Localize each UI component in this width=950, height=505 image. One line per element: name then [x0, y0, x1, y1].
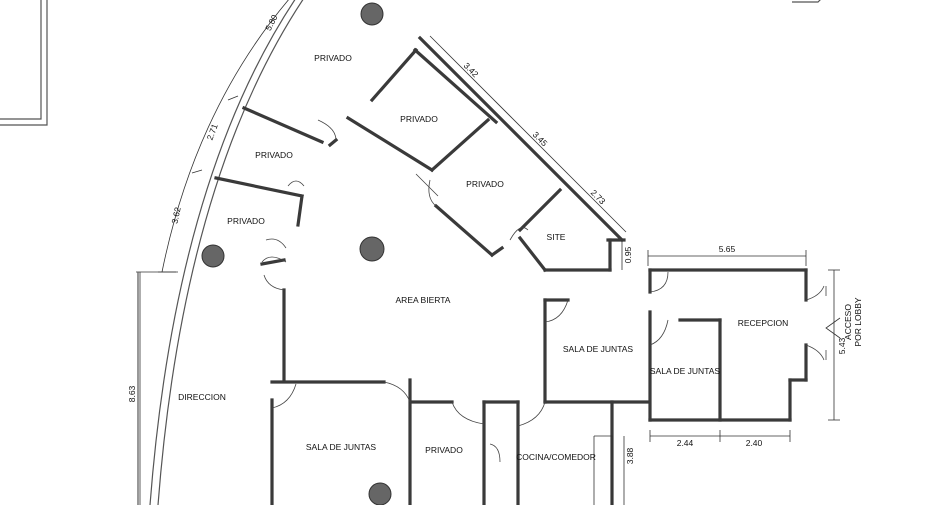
- room-sala-juntas-2: SALA DE JUNTAS: [650, 366, 721, 376]
- dimension-lines: [429, 35, 840, 505]
- room-privado-5: PRIVADO: [227, 216, 265, 226]
- dim-244: 2.44: [677, 438, 694, 448]
- room-privado-3: PRIVADO: [255, 150, 293, 160]
- kitchen-counter: [593, 435, 613, 505]
- dim-240: 2.40: [746, 438, 763, 448]
- doors: [261, 119, 827, 463]
- dim-565: 5.65: [719, 244, 736, 254]
- entrance-arrow: [825, 317, 841, 339]
- dim-863: 8.63: [127, 385, 137, 402]
- room-site: SITE: [547, 232, 566, 242]
- dim-273: 2.73: [589, 187, 608, 206]
- corridor-walls: [270, 268, 808, 505]
- curve-dimension-ticks: [158, 95, 239, 273]
- dim-345: 3.45: [531, 129, 550, 148]
- room-sala-juntas-1: SALA DE JUNTAS: [563, 344, 634, 354]
- adjacent-structure: [0, 0, 48, 126]
- dim-543: 5.43: [837, 337, 847, 354]
- room-privado-6: PRIVADO: [425, 445, 463, 455]
- dim-271: 2.71: [205, 122, 220, 141]
- dim-342: 3.42: [462, 60, 481, 79]
- corner-fragment: [792, 0, 821, 3]
- dim-362: 3.62: [169, 206, 182, 225]
- room-privado-2: PRIVADO: [400, 114, 438, 124]
- curved-facade: [149, 0, 304, 505]
- room-privado-4: PRIVADO: [466, 179, 504, 189]
- access-line-2: POR LOBBY: [853, 297, 863, 346]
- room-sala-juntas-3: SALA DE JUNTAS: [306, 442, 377, 452]
- room-cocina: COCINA/COMEDOR: [516, 452, 596, 462]
- access-label: ACCESO POR LOBBY: [843, 297, 863, 346]
- room-privado-1: PRIVADO: [314, 53, 352, 63]
- dim-388: 3.88: [625, 447, 635, 464]
- room-area-abierta: AREA BIERTA: [396, 295, 451, 305]
- left-dimension-line: [136, 271, 176, 505]
- room-direccion: DIRECCION: [178, 392, 226, 402]
- north-wing-walls: [214, 35, 626, 273]
- dim-095: 0.95: [623, 246, 633, 263]
- room-recepcion: RECEPCION: [738, 318, 789, 328]
- columns: [201, 2, 392, 505]
- access-line-1: ACCESO: [843, 304, 853, 340]
